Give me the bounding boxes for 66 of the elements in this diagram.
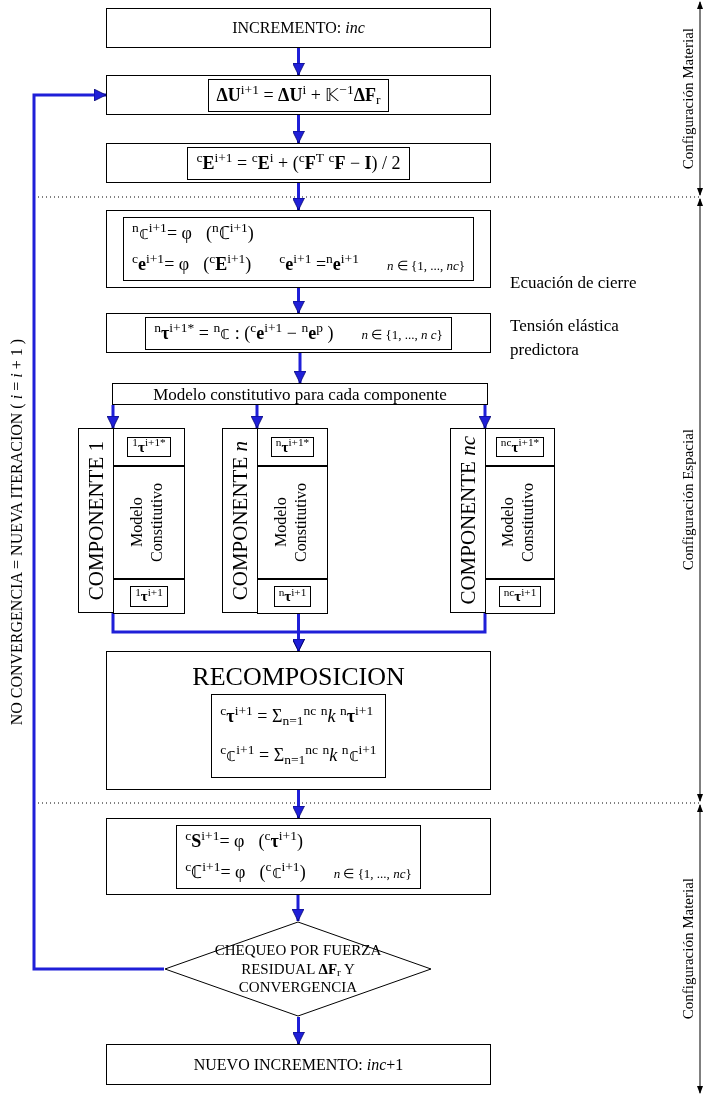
formula-text: $^{nc}$τ$^{i+1}$ [498, 586, 542, 607]
flow-arrow [250, 405, 264, 429]
formula-text: $^{c}$e$^{i+1}$= φ⃗($^{c}$E$^{i+1}$) [132, 251, 252, 276]
flow-arrow [292, 790, 305, 819]
panel-cell [485, 579, 555, 614]
formula-text: n ∈ {1, ..., n c} [361, 325, 443, 344]
component-panel [222, 428, 328, 613]
header-text: Modelo constitutivo para cada componente [153, 385, 447, 403]
flow-arrow [32, 88, 164, 971]
formula-text: $^{c}$ℂ$^{i+1}$= φ⃖($^{c}$𝕔$^{i+1}$) [185, 858, 306, 884]
side-note: Tensión elástica predictora [510, 316, 619, 359]
header-bar [112, 383, 488, 405]
formula-text: $^{c}$e$^{i+1}$ =$^{n}$e$^{i+1}$ [279, 251, 359, 276]
flow-arrow [292, 48, 305, 76]
panel-cell [485, 428, 555, 466]
flow-arrow [291, 895, 305, 922]
formula-text: n ∈ {1, ..., nc} [386, 257, 465, 275]
box-text: NUEVO INCREMENTO: inc+1 [193, 1054, 404, 1075]
flow-arrow [292, 115, 305, 144]
process-box [106, 75, 491, 115]
process-box [106, 1044, 491, 1085]
side-note: Ecuación de cierre [510, 273, 637, 292]
formula-text: $^{1}$τ$^{i+1}$ [130, 586, 168, 607]
cell-text: Modelo Constitutivo [498, 481, 537, 565]
flow-arrow [292, 288, 305, 314]
formula-text: $^{c}$S$^{i+1}$= φ⃖($^{c}$τ$^{i+1}$) [185, 827, 303, 853]
region-label: Configuración Material [680, 27, 696, 170]
panel-cell [257, 579, 328, 614]
component-panel [78, 428, 185, 613]
flow-arrow [478, 405, 492, 429]
panel-cell [113, 466, 185, 579]
panel-cell [257, 466, 328, 579]
panel-cell [257, 428, 328, 466]
cell-text: Modelo Constitutivo [270, 481, 310, 565]
formula-text: $^{n}$τ$^{i+1*}$ [270, 436, 315, 458]
flow-arrow [292, 613, 487, 652]
process-box [106, 818, 491, 895]
panel-cell [113, 579, 185, 614]
panel-cell [485, 466, 555, 579]
formula-text: $^{n}$τ$^{i+1}$ [273, 586, 312, 607]
panel-cell [113, 428, 185, 466]
formula-text: n ∈ {1, ..., nc} [333, 864, 412, 883]
component-title: COMPONENTE nc [457, 436, 479, 605]
cell-text: Modelo Constitutivo [127, 481, 166, 565]
flow-arrow [293, 353, 307, 384]
region-label: Configuración Material [680, 878, 696, 1020]
formula-text: $^{1}$τ$^{i+1*}$ [127, 436, 171, 458]
formula-text: $^{nc}$τ$^{i+1*}$ [495, 436, 545, 458]
process-box [106, 143, 491, 183]
decision-text: CHEQUEO POR FUERZA RESIDUAL ΔF$_{r}$ Y CONVERGENCIA [213, 940, 383, 998]
flow-arrow [292, 1017, 305, 1045]
flow-arrow [292, 183, 305, 211]
formula-text: $^{c}$E$^{i+1}$ = $^{c}$E$^{i}$ + ($^{c}$F$^{T}$ $^{c}$F − I) / 2 [196, 149, 401, 175]
region-label: Configuración Espacial [680, 429, 696, 571]
component-title: COMPONENTE 1 [85, 440, 107, 601]
formula-text: ΔU$^{i+1}$ = ΔU$^{i}$ + 𝕂$^{−1}$ΔF$_{r}$ [216, 81, 381, 109]
flow-arrow [106, 405, 120, 429]
component-title: COMPONENTE n [229, 440, 251, 601]
box-text: INCREMENTO: inc [232, 18, 365, 38]
process-box [106, 8, 491, 48]
process-box [106, 651, 491, 790]
formula-text: $^{n}$𝕔$^{i+1}$= φ⃗($^{n}$ℂ$^{i+1}$) [132, 220, 254, 245]
box-heading: RECOMPOSICION [192, 663, 405, 690]
edge-label: NO CONVERGENCIA = NUEVA ITERACION ( i = i + 1 ) [9, 338, 25, 726]
formula-text: $^{n}$τ$^{i+1*}$ = $^{n}$𝕔 : ($^{c}$e$^{i+1}$ − $^{n}$e$^{p}$ ) [154, 319, 334, 345]
component-panel [450, 428, 555, 613]
